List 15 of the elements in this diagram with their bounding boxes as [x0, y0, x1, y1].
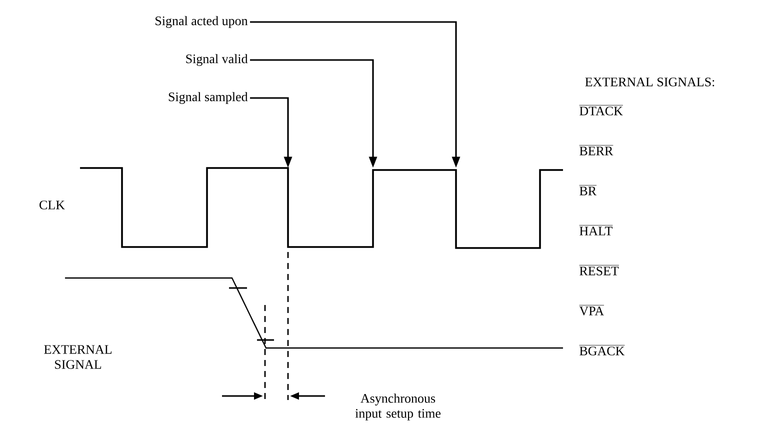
signal-label: EXTERNAL SIGNAL [44, 345, 112, 369]
signal-name: HALT [579, 225, 613, 236]
signal-name: BR [579, 185, 597, 196]
signal-label: Asynchronous input setup time [355, 394, 441, 420]
clock-waveform [80, 167, 563, 249]
signal-name: BERR [579, 145, 614, 156]
signal-name: VPA [579, 305, 604, 316]
leader-label: Signal acted upon [156, 16, 248, 28]
signal-name: BGACK [579, 345, 625, 356]
signal-name: DTACK [579, 105, 624, 116]
leader-label: Signal valid [186, 54, 248, 66]
signal-name: RESET [579, 265, 620, 276]
signal-label: EXTERNAL SIGNALS: [585, 78, 714, 86]
leader-label: Signal sampled [168, 92, 248, 104]
signal-label: CLK [40, 200, 65, 210]
